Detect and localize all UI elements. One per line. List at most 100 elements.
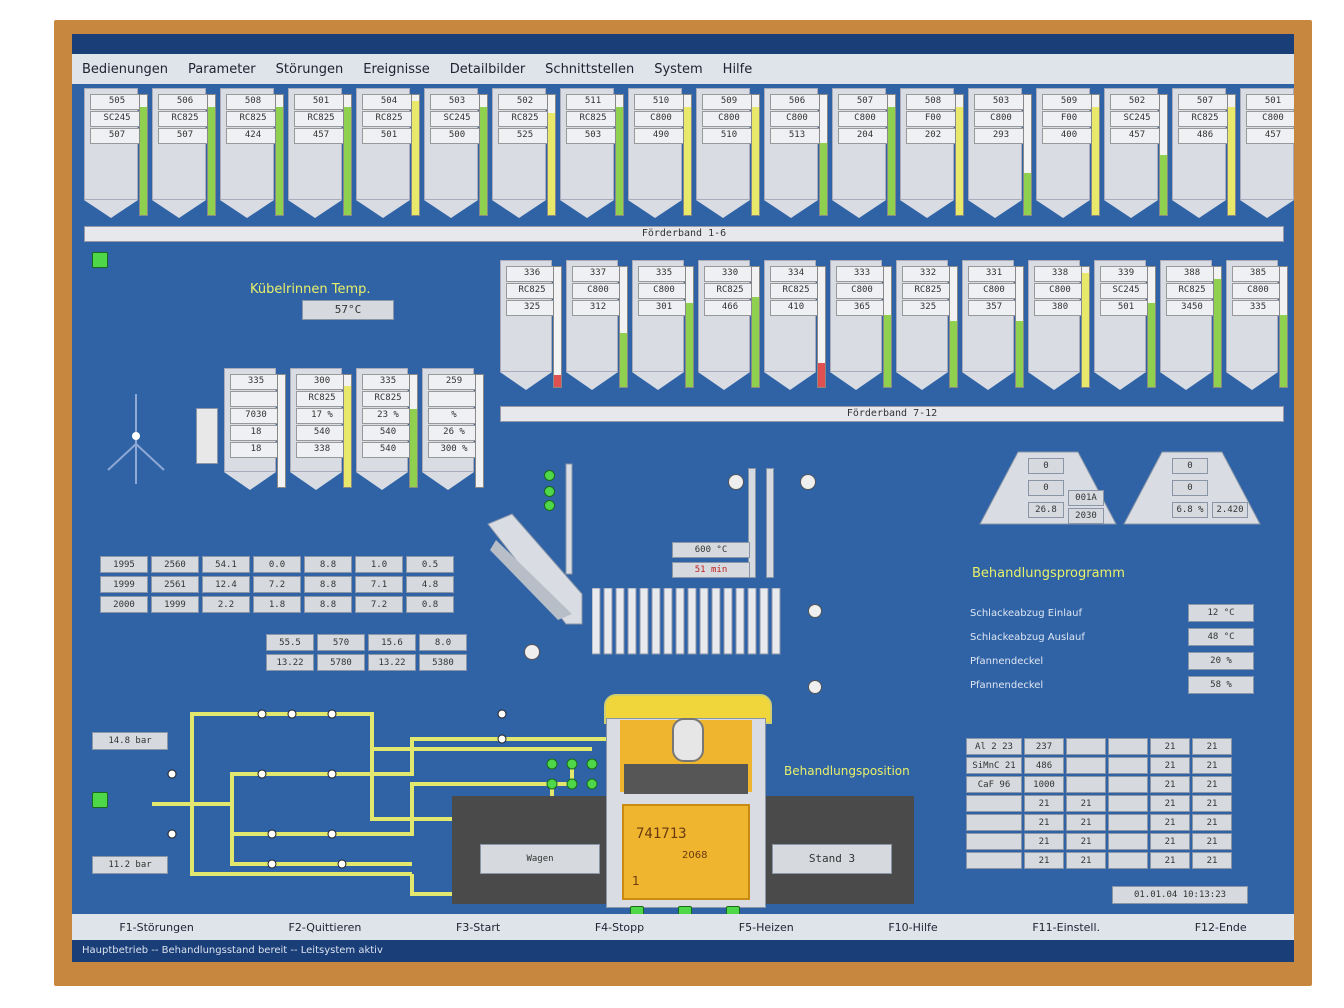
behandlung-value-1[interactable]: 12 °C (1188, 604, 1254, 622)
fkey-3[interactable]: F3-Start (456, 920, 501, 934)
row2-level-fill (950, 321, 957, 387)
row1-silo-cell: SC245 (1110, 111, 1164, 127)
small-level-fill (344, 386, 351, 487)
alloy-cell: 237 (1024, 738, 1064, 755)
fkey-1[interactable]: F1-Störungen (119, 920, 194, 934)
left-sub-cell: 5780 (317, 654, 365, 671)
fkey-5[interactable]: F5-Heizen (738, 920, 794, 934)
fkey-12[interactable]: F12-Ende (1194, 920, 1247, 934)
row1-silo-cell: 503 (566, 128, 620, 144)
small-level-bar (409, 374, 418, 488)
ladle-sub: 2068 (682, 850, 708, 861)
row1-silo-cone (288, 200, 342, 218)
ladle-mark: 1 (632, 874, 640, 888)
alloy-cell: 21 (1150, 814, 1190, 831)
row2-silo-cell: 357 (968, 300, 1020, 316)
row1-silo-cone (84, 200, 138, 218)
menu-stoerungen[interactable]: Störungen (275, 61, 344, 77)
row1-silo-cell: RC825 (1178, 111, 1232, 127)
fkey-4[interactable]: F4-Stopp (594, 920, 645, 934)
menu-parameter[interactable]: Parameter (188, 61, 256, 77)
car-right[interactable]: Stand 3 (772, 844, 892, 874)
car-left[interactable]: Wagen (480, 844, 600, 874)
hopper-left-c1: 0 (1028, 458, 1064, 474)
row1-level-fill (412, 101, 419, 215)
conveyor-2[interactable]: Förderband 7-12 (500, 406, 1284, 422)
menu-ereignisse[interactable]: Ereignisse (363, 61, 430, 77)
menu-schnittstellen[interactable]: Schnittstellen (545, 61, 635, 77)
fkey-10[interactable]: F10-Hilfe (888, 920, 938, 934)
behandlung-label-4: Pfannendeckel (970, 680, 1044, 691)
behandlung-value-2[interactable]: 48 °C (1188, 628, 1254, 646)
small-silo[interactable]: 259%26 %300 % (422, 368, 486, 492)
row1-silo-cone (832, 200, 886, 218)
small-silo-cell: 18 (230, 442, 282, 458)
row2-level-bar (685, 266, 694, 388)
mixer-icon (107, 394, 165, 484)
row1-silo-cell: 503 (430, 94, 484, 110)
alloy-cell: 21 (1024, 852, 1064, 869)
fkey-11[interactable]: F11-Einstell. (1032, 920, 1101, 934)
gas-piping (152, 709, 618, 896)
alloy-cell: 21 (1192, 757, 1232, 774)
row1-level-fill (1092, 107, 1099, 215)
alloy-cell: 21 (1024, 795, 1064, 812)
alloy-cell: 21 (1150, 757, 1190, 774)
row2-level-fill (752, 297, 759, 387)
row2-silo-cell: 332 (902, 266, 954, 282)
menu-detailbilder[interactable]: Detailbilder (449, 61, 526, 77)
row1-silo-cell: 501 (1246, 94, 1294, 110)
behandlung-value-4[interactable]: 58 % (1188, 676, 1254, 694)
menu-system[interactable]: System (654, 61, 703, 77)
row1-level-bar (139, 94, 148, 216)
conveyor-1[interactable]: Förderband 1-6 (84, 226, 1284, 242)
alloy-cell (966, 795, 1022, 812)
row2-silo-cell: 331 (968, 266, 1020, 282)
menu-bedienungen[interactable]: Bedienungen (82, 61, 168, 77)
row1-level-bar (479, 94, 488, 216)
ladle-body[interactable]: 741713 2068 1 (622, 804, 750, 900)
menu-hilfe[interactable]: Hilfe (722, 61, 753, 77)
behandlung-value-3[interactable]: 20 % (1188, 652, 1254, 670)
left-table-cell: 2560 (151, 556, 199, 573)
left-sub-cell: 5380 (419, 654, 467, 671)
row1-silo-cone (628, 200, 682, 218)
row2-silo-cell: 410 (770, 300, 822, 316)
small-silo-cell: RC825 (296, 391, 348, 407)
row1-silo-cell: 509 (702, 94, 756, 110)
fkey-2[interactable]: F2-Quittieren (288, 920, 362, 934)
